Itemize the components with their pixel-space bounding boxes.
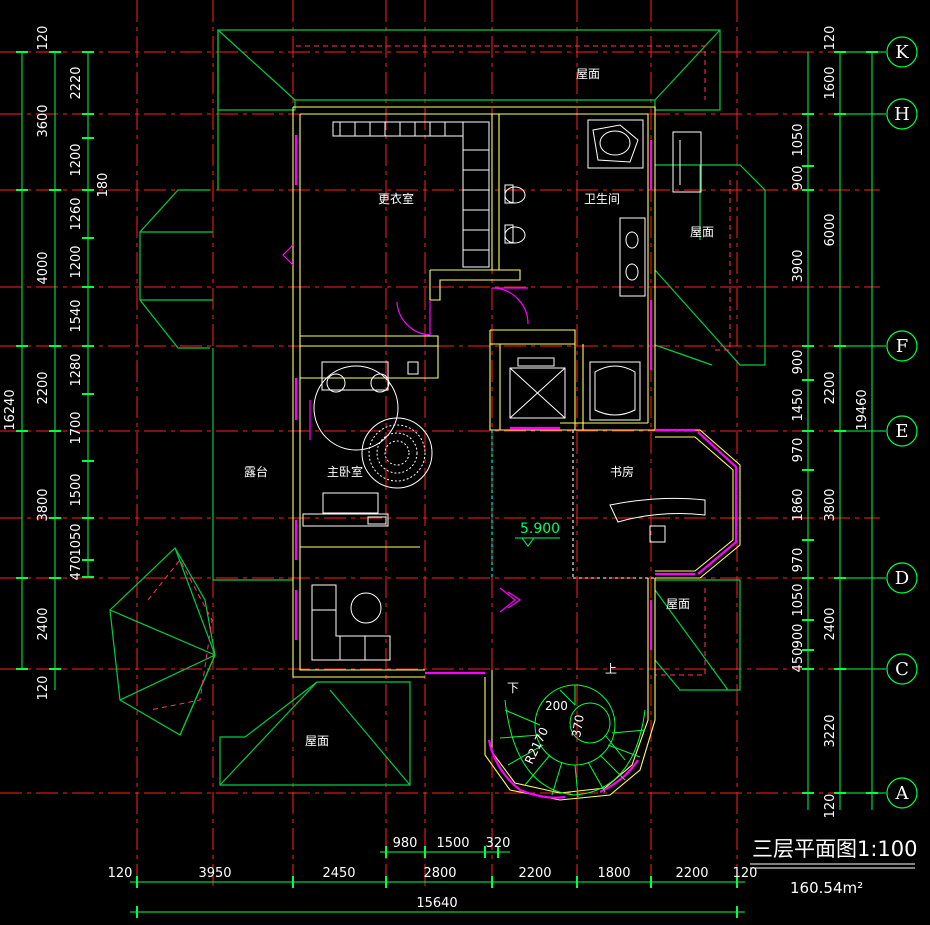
- dim-left-120-bottom: 120: [36, 676, 51, 701]
- dim-right-inner-1600: 1600: [823, 66, 838, 99]
- dim-left-total: 16240: [3, 389, 18, 430]
- axis-bubbles: [886, 36, 918, 809]
- dim-left-inner-470: 470: [69, 556, 84, 581]
- dim-bottom-120-left: 120: [108, 866, 133, 881]
- room-label-roof-bottom: 屋面: [305, 734, 329, 748]
- elevation-label: 5.900: [520, 521, 560, 537]
- dim-right-inner-1050b: 1050: [791, 583, 806, 616]
- overhang-dashed-outlines: [147, 45, 731, 711]
- dim-left-4000: 4000: [36, 251, 51, 284]
- room-label-master-bedroom: 主卧室: [327, 464, 363, 479]
- axis-label-h: H: [894, 104, 910, 125]
- dim-bottom-1800: 1800: [597, 866, 630, 881]
- axis-label-d: D: [895, 568, 909, 589]
- room-label-roof-right-upper: 屋面: [690, 225, 714, 239]
- room-label-roof-top: 屋面: [576, 67, 600, 81]
- dim-bottom-2200b: 2200: [675, 866, 708, 881]
- dim-right-total: 19460: [855, 389, 870, 430]
- dim-left-inner-1200: 1200: [69, 143, 84, 176]
- axis-label-e: E: [895, 421, 908, 442]
- stair-label-down: 下: [507, 681, 519, 695]
- dim-right-3800: 3800: [823, 488, 838, 521]
- dim-bottom-total: 15640: [416, 896, 457, 911]
- furniture: [302, 119, 706, 661]
- dim-bottom-980: 980: [393, 836, 418, 851]
- dim-right-inner-900c: 900: [791, 624, 806, 649]
- stair-radius-label: R2170: [522, 725, 551, 766]
- dim-left-2400: 2400: [36, 607, 51, 640]
- dimension-lines: [16, 51, 886, 918]
- axis-label-a: A: [895, 783, 910, 804]
- dim-right-inner-1860: 1860: [791, 488, 806, 521]
- dim-right-inner-120-bottom: 120: [823, 794, 838, 819]
- spiral-staircase: [499, 684, 646, 798]
- room-label-study: 书房: [610, 464, 634, 479]
- dim-left-3800: 3800: [36, 488, 51, 521]
- dim-bottom-2200: 2200: [518, 866, 551, 881]
- room-label-roof-right-lower: 屋面: [666, 597, 690, 611]
- dim-right-inner-900: 900: [791, 166, 806, 191]
- dim-right-inner-120-top: 120: [823, 26, 838, 51]
- dim-bottom-120-right: 120: [733, 866, 758, 881]
- dim-bottom-1500: 1500: [436, 836, 469, 851]
- dim-right-inner-970b: 970: [791, 548, 806, 573]
- dim-left-inner-1260: 1260: [69, 197, 84, 230]
- room-label-terrace: 露台: [244, 464, 268, 479]
- dim-left-inner-1540: 1540: [69, 299, 84, 332]
- axis-label-k: K: [895, 42, 909, 63]
- roof-outlines: [109, 29, 766, 786]
- dim-bottom-320: 320: [486, 836, 511, 851]
- dim-left-inner-1700: 1700: [69, 411, 84, 444]
- dim-bottom-3950: 3950: [198, 866, 231, 881]
- floor-area: 160.54m²: [790, 879, 863, 897]
- dim-right-2200: 2200: [823, 371, 838, 404]
- title-underline: [750, 863, 915, 869]
- dim-bottom-2800: 2800: [423, 866, 456, 881]
- axis-grid-lines: [0, 0, 880, 890]
- dim-left-inner-1050: 1050: [69, 523, 84, 556]
- dim-left-2200: 2200: [36, 371, 51, 404]
- drawing-title: 三层平面图1:100: [752, 837, 918, 861]
- axis-label-c: C: [895, 659, 909, 680]
- dim-right-inner-450: 450: [791, 648, 806, 673]
- dim-left-inner-1500: 1500: [69, 473, 84, 506]
- axis-label-f: F: [896, 336, 909, 357]
- dim-left-inner-1280: 1280: [69, 353, 84, 386]
- dim-right-inner-1450: 1450: [791, 388, 806, 421]
- dim-right-inner-900b: 900: [791, 350, 806, 375]
- dim-bottom-2450: 2450: [322, 866, 355, 881]
- dim-left-120-top: 120: [36, 26, 51, 51]
- windows: [294, 135, 738, 799]
- dim-left-inner-180: 180: [96, 173, 111, 198]
- dim-right-2400: 2400: [823, 607, 838, 640]
- stair-dim-370: 370: [569, 714, 587, 739]
- doors: [282, 244, 529, 613]
- stair-dim-200: 200: [545, 699, 568, 713]
- dim-right-6000: 6000: [823, 213, 838, 246]
- dim-right-inner-1050: 1050: [791, 123, 806, 156]
- dim-left-inner-2220: 2220: [69, 66, 84, 99]
- dim-right-inner-3220: 3220: [823, 714, 838, 747]
- room-label-bathroom: 卫生间: [584, 192, 620, 206]
- elevation-marker: [515, 537, 560, 547]
- dim-right-inner-970: 970: [791, 438, 806, 463]
- building-walls: [292, 106, 741, 801]
- room-label-closet: 更衣室: [378, 191, 414, 206]
- stair-label-up: 上: [605, 662, 617, 676]
- dim-left-3600: 3600: [36, 104, 51, 137]
- dim-left-inner-1200b: 1200: [69, 245, 84, 278]
- dim-right-inner-3900: 3900: [791, 249, 806, 282]
